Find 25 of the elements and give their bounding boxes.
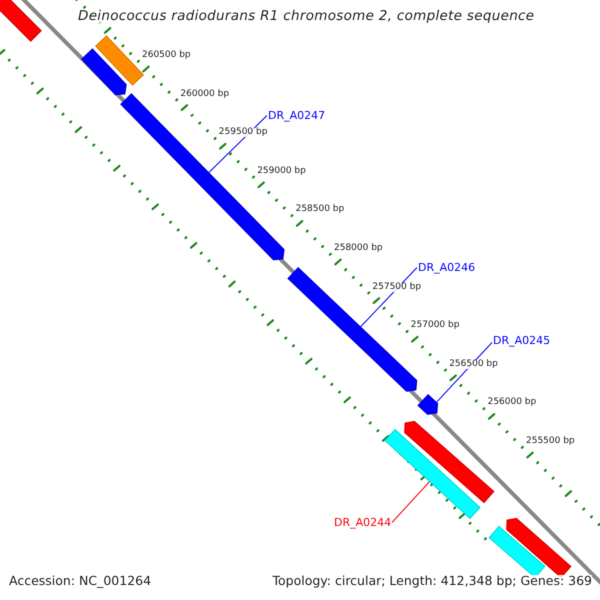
tick-label: 260000 bp xyxy=(180,90,230,99)
tick-label: 258500 bp xyxy=(296,205,344,214)
genome-summary-text: Topology: circular; Length: 412,348 bp; Genes: 369 xyxy=(272,575,592,588)
gene-label: DR_A0245 xyxy=(493,335,550,346)
tick-label: 259000 bp xyxy=(257,166,306,176)
tick-label: 258000 bp xyxy=(334,244,383,253)
gene-feature xyxy=(384,428,481,520)
leader-line xyxy=(392,481,430,523)
gene-feature xyxy=(0,0,42,42)
tick-label: 259500 bp xyxy=(218,128,268,138)
title: Deinococcus radiodurans R1 chromosome 2, complete sequence xyxy=(78,10,534,24)
gene-feature xyxy=(95,35,144,86)
tick-label: 256500 bp xyxy=(449,360,498,369)
gene-label: DR_A0246 xyxy=(418,262,476,273)
tick-label: 257500 bp xyxy=(372,282,422,292)
gene-label: DR_A0247 xyxy=(268,110,326,121)
gene-feature xyxy=(404,420,495,504)
tick-label: 256000 bp xyxy=(488,398,536,408)
accession-text: Accession: NC_001264 xyxy=(9,575,152,588)
tick-label: 257000 bp xyxy=(410,321,460,330)
tick-label: 260500 bp xyxy=(142,51,191,60)
gene-feature xyxy=(417,394,438,415)
gene-label: DR_A0244 xyxy=(334,517,392,528)
tick-label: 255500 bp xyxy=(526,437,575,446)
gene-feature xyxy=(81,48,127,96)
